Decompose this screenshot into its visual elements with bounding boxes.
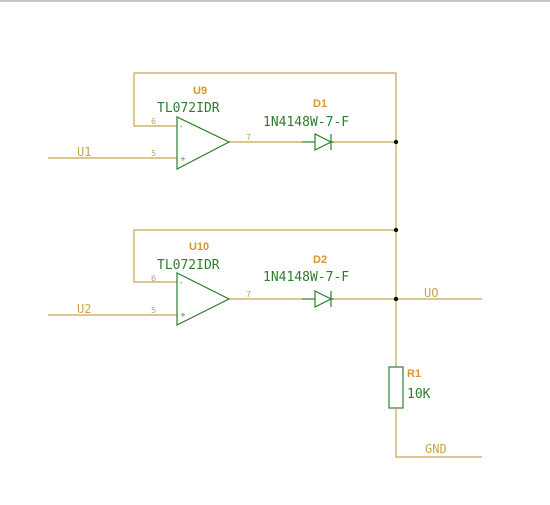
- opamp-u10-minus: -: [180, 279, 183, 287]
- opamp-u9-pin-inv: 6: [151, 117, 156, 126]
- d2-symbol: [314, 290, 333, 308]
- opamp-u9-plus: +: [180, 155, 186, 163]
- d2-value: 1N4148W-7-F: [263, 270, 349, 285]
- opamp-u9-symbol: [176, 116, 231, 170]
- opamp-u10-pin-out: 7: [246, 290, 251, 299]
- net-label-u2: U2: [77, 302, 91, 316]
- output-section: UO R1 10K GND: [388, 139, 482, 458]
- opamp-u9-minus: -: [180, 123, 183, 131]
- feedback-wire-2: [133, 229, 396, 283]
- opamp-u10-pin-inv: 6: [151, 274, 156, 283]
- opamp-u9-ref: U9: [193, 85, 207, 97]
- opamp-u10-value: TL072IDR: [157, 258, 220, 273]
- d1-value: 1N4148W-7-F: [263, 115, 349, 130]
- ground-wire: [395, 408, 482, 458]
- opamp-u9-value: TL072IDR: [157, 101, 220, 116]
- opamp-u9-pin-out: 7: [246, 133, 251, 142]
- junction-dot-d1: [393, 139, 399, 145]
- d2-ref: D2: [313, 254, 327, 266]
- opamp-u10-pin-noninv: 5: [151, 306, 156, 315]
- stage-2: - + 6 5 7 U10 TL072IDR D2 1N4148W-7-F U2: [48, 229, 396, 326]
- feedback-wire-1: [133, 72, 397, 142]
- junction-dot-d2: [393, 296, 399, 302]
- opamp-u10-ref: U10: [189, 241, 209, 253]
- opamp-u10-plus: +: [180, 311, 186, 319]
- d1-symbol: [314, 133, 333, 151]
- net-label-uo: UO: [424, 286, 438, 300]
- junction-dot-feedback2: [393, 227, 399, 233]
- opamp-u10-symbol: [176, 272, 231, 326]
- r1-value: 10K: [407, 387, 431, 402]
- d1-ref: D1: [313, 98, 327, 110]
- r1-ref: R1: [407, 368, 421, 380]
- net-label-gnd: GND: [425, 442, 447, 456]
- opamp-u9-pin-noninv: 5: [151, 149, 156, 158]
- stage-1: - + 6 5 7 U9 TL072IDR D1 1N4148W-7-F U1: [48, 72, 397, 170]
- net-label-u1: U1: [77, 145, 91, 159]
- r1-symbol: [388, 366, 404, 409]
